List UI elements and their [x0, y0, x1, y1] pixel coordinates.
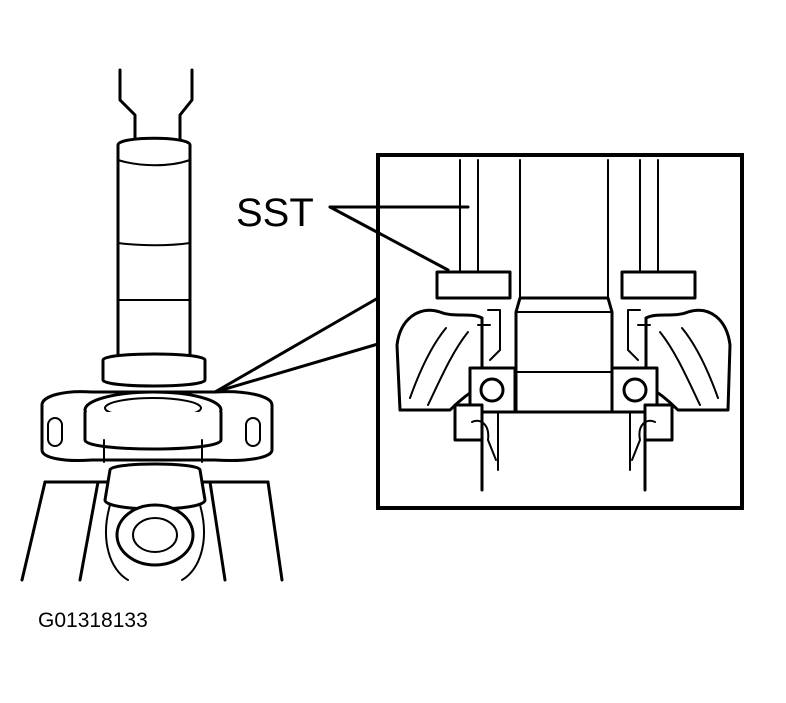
center-support-bearing [40, 390, 274, 463]
sst-label: SST [236, 191, 314, 235]
rubber-cushion-left [395, 308, 484, 412]
inset-leader-line-lower [213, 342, 380, 394]
sst-plate-left [435, 270, 512, 300]
press-assembly [20, 68, 284, 582]
bearing-right [610, 309, 674, 461]
sst-sleeve [116, 136, 192, 374]
figure-id: G01318133 [38, 609, 148, 632]
rubber-cushion-right [644, 308, 732, 412]
detail-inset [328, 153, 744, 510]
inset-leader-line-upper [213, 296, 380, 394]
bearing-left [453, 309, 517, 461]
press-ram [118, 68, 194, 142]
sst-leader-line-lower [328, 205, 450, 272]
sst-collar [101, 352, 207, 388]
sst-plate-right [620, 270, 697, 300]
universal-joint-yoke [20, 462, 284, 582]
